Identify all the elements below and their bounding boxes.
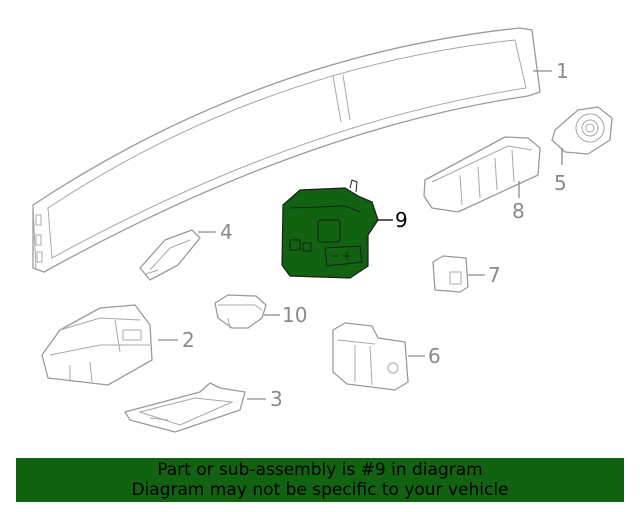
callout-10: 10 xyxy=(282,303,307,327)
banner-line-1: Part or sub-assembly is #9 in diagram xyxy=(157,460,483,480)
callout-5: 5 xyxy=(554,171,567,195)
part-2-housing[interactable] xyxy=(41,304,153,386)
callout-9: 9 xyxy=(395,208,408,232)
info-banner: Part or sub-assembly is #9 in diagram Di… xyxy=(16,458,624,502)
part-1-display-panel[interactable] xyxy=(32,27,541,273)
part-7-square-switch[interactable] xyxy=(432,255,469,293)
part-9-highlighted-switch[interactable] xyxy=(281,179,379,279)
part-4-switch[interactable] xyxy=(139,229,201,281)
callout-7: 7 xyxy=(488,263,501,287)
part-8-switch-bank[interactable] xyxy=(423,136,541,213)
callout-3: 3 xyxy=(270,387,283,411)
callout-1: 1 xyxy=(556,59,569,83)
callout-8: 8 xyxy=(512,199,525,223)
callout-2: 2 xyxy=(182,328,195,352)
callout-6: 6 xyxy=(428,344,441,368)
part-3-bracket[interactable] xyxy=(124,382,246,433)
part-5-knob[interactable] xyxy=(551,106,613,155)
part-6-connector[interactable] xyxy=(332,322,409,391)
part-10-cover[interactable] xyxy=(214,294,267,329)
callout-4: 4 xyxy=(220,220,233,244)
banner-line-2: Diagram may not be specific to your vehi… xyxy=(131,480,509,500)
